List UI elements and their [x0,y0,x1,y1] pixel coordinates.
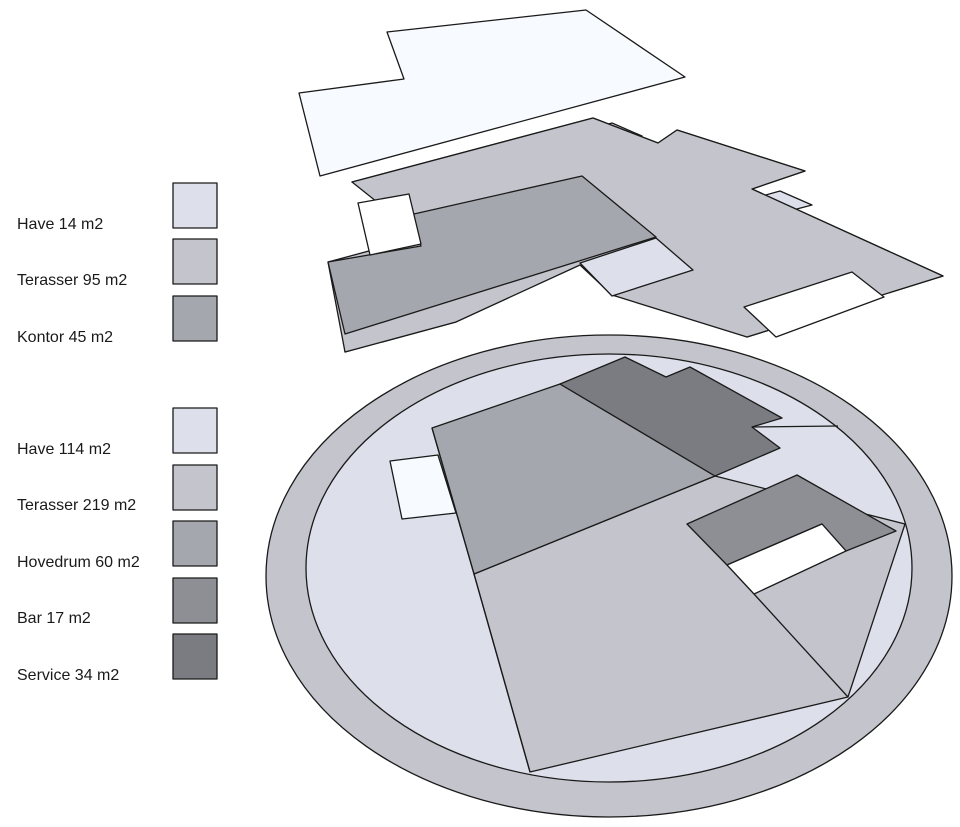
legend-label-kontor: Kontor 45 m2 [17,329,113,346]
legend-swatch-service [172,633,218,680]
legend-item-have-lower: Have 114 m2 [17,407,218,458]
legend-swatch-have [172,182,218,229]
legend-item-service: Service 34 m2 [17,633,218,684]
upper-floor [327,117,944,353]
legend-swatch-hovedrum [172,520,218,567]
legend-label-terasser: Terasser 219 m2 [17,497,136,514]
legend-swatch-terasser [172,238,218,285]
courtyard-void [726,523,847,595]
legend-swatch-have [172,407,218,454]
legend-item-terasser-lower: Terasser 219 m2 [17,464,218,514]
legend-swatch-kontor [172,295,218,342]
ground-floor [265,334,953,818]
legend-item-bar: Bar 17 m2 [17,577,218,627]
legend-label-service: Service 34 m2 [17,667,119,684]
legend-upper: Have 14 m2 Terasser 95 m2 Kontor 45 m2 [17,182,218,346]
legend-item-kontor-upper: Kontor 45 m2 [17,295,218,346]
service-area [559,356,783,477]
garden-right-divider [753,593,849,698]
legend-item-hovedrum: Hovedrum 60 m2 [17,520,218,571]
legend-item-terasser-upper: Terasser 95 m2 [17,238,218,289]
legend-item-have-upper: Have 14 m2 [17,182,218,233]
upper-have-lower [579,237,694,297]
upper-void-left [357,193,422,256]
legend-label-have: Have 114 m2 [17,441,111,458]
legend-label-hovedrum: Hovedrum 60 m2 [17,554,140,571]
garden-divider-line [473,573,531,773]
legend-swatch-bar [172,577,218,624]
legend-label-have: Have 14 m2 [17,216,103,233]
roof-plate [298,9,686,177]
upper-void-right [743,271,885,338]
legend-lower: Have 114 m2 Terasser 219 m2 Hovedrum 60 … [17,407,218,684]
top-divider [431,427,475,575]
legend-label-bar: Bar 17 m2 [17,610,91,627]
legend-swatch-terasser [172,464,218,511]
service-ext-line [751,425,839,428]
legend-label-terasser: Terasser 95 m2 [17,272,127,289]
